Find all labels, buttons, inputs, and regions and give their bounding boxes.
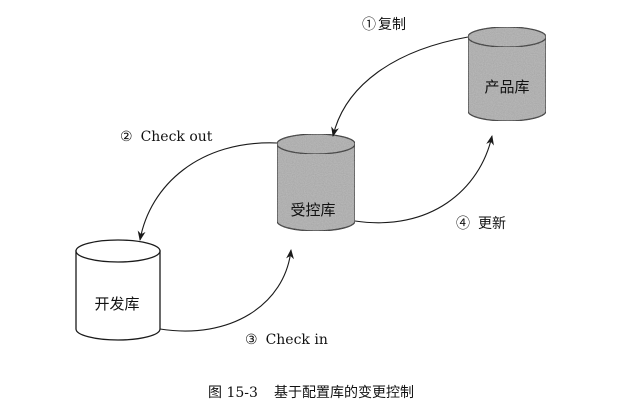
checkin-step-text: Check in <box>266 332 328 348</box>
checkin-step-label: ③ Check in <box>245 332 328 348</box>
update-arrow <box>354 135 494 224</box>
development-database-body <box>75 250 161 341</box>
development-database-label: 开发库 <box>94 295 139 313</box>
controlled-database-body <box>276 143 356 232</box>
product-database: 产品库 <box>467 26 547 122</box>
controlled-database-top <box>276 133 356 155</box>
controlled-database-label: 受控库 <box>290 201 335 219</box>
update-step-number: ④ <box>456 216 470 232</box>
update-step-label: ④ 更新 <box>456 216 506 232</box>
figure-number: 图 15-3 <box>208 385 258 401</box>
development-database: 开发库 <box>75 239 161 341</box>
product-database-label: 产品库 <box>484 78 529 96</box>
copy-step-text: 复制 <box>378 16 406 33</box>
figure-caption: 图 15-3 基于配置库的变更控制 <box>208 384 414 401</box>
checkout-step-text: Check out <box>141 129 213 145</box>
controlled-database: 受控库 <box>276 133 356 232</box>
development-database-top <box>75 239 161 263</box>
checkout-arrow <box>137 142 278 241</box>
copy-arrow <box>331 36 469 137</box>
checkin-arrow <box>159 249 294 332</box>
checkin-step-number: ③ <box>245 332 258 348</box>
checkout-step-number: ② <box>120 129 133 145</box>
figure-title: 基于配置库的变更控制 <box>274 384 414 401</box>
product-database-body <box>467 36 547 122</box>
copy-step-number: ① <box>362 17 376 33</box>
update-step-text: 更新 <box>478 216 506 232</box>
product-database-top <box>467 26 547 48</box>
checkout-step-label: ② Check out <box>120 129 213 145</box>
